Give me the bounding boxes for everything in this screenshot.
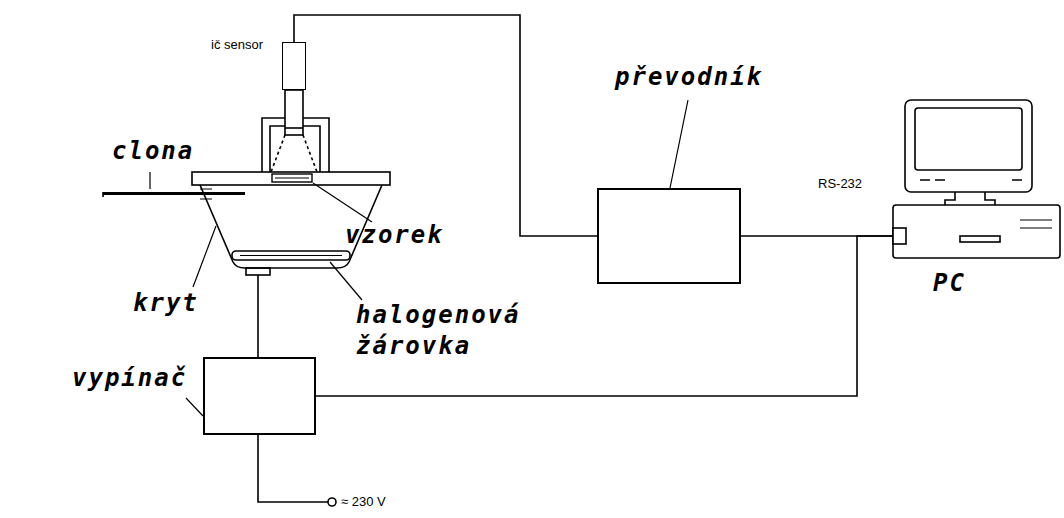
signal-wire: [294, 15, 597, 236]
unit-lines: [1020, 220, 1052, 228]
leader-line: [330, 262, 362, 300]
sensor-lens: [285, 127, 303, 129]
leader-line: [670, 100, 688, 188]
bulb-socket: [246, 268, 270, 275]
converter-box: převodník: [597, 188, 741, 284]
part-name: kryt: [133, 288, 199, 319]
sample-line: [275, 178, 309, 179]
leader-line: [313, 183, 372, 222]
monitor-stand: [945, 192, 995, 205]
sensor-tube: [285, 90, 303, 135]
switch-box: vypínač: [203, 357, 316, 435]
system-unit: [893, 205, 1060, 258]
part-name: vypínač: [72, 363, 187, 394]
monitor-buttons: [920, 179, 1022, 181]
leader-line: [149, 172, 150, 189]
top-plate: [192, 172, 390, 185]
bulb-filament: [240, 255, 342, 256]
monitor: [905, 100, 1032, 192]
monitor-screen: [915, 108, 1022, 170]
part-name: vzorek: [345, 220, 444, 251]
serial-plug: [893, 228, 906, 244]
pc-computer: PC: [893, 100, 1060, 258]
shutter-slot: [200, 189, 212, 199]
halogen-bulb: [232, 251, 350, 260]
sample: [272, 174, 312, 182]
leader-line: [193, 226, 216, 287]
part-name: převodník: [615, 62, 763, 93]
mains-terminal: [328, 498, 336, 506]
leader-line: [186, 398, 203, 416]
mains-wire: [258, 435, 328, 502]
sensor-name: ič sensor: [211, 37, 263, 53]
drive-slot: [960, 236, 1000, 242]
shutter: [103, 192, 245, 195]
bulb-wire: [257, 275, 259, 357]
part-name: clona: [112, 136, 194, 167]
ir-sensor: ič sensor: [282, 42, 306, 90]
part-name: PC: [933, 268, 966, 299]
port-name: RS-232: [818, 176, 862, 192]
view-cone: [271, 135, 317, 172]
shutter-end: [102, 192, 104, 197]
part-name: halogenová žárovka: [356, 300, 546, 362]
voltage-label: ≈ 230 V: [341, 494, 386, 510]
